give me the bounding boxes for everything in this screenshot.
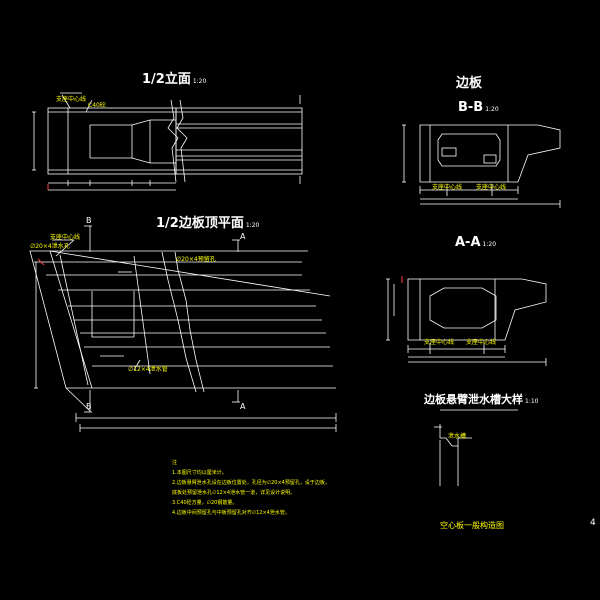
elev-grout-label: C40砼 (88, 102, 106, 109)
drain-label: 泄水槽 (448, 433, 467, 440)
notes-block: 注 1.本图尺寸均以厘米计。 2.边板悬臂泄水孔设在边板位置处，孔径为∅20×4… (172, 458, 330, 518)
aa-bearing-center-right: 支座中心线 (466, 339, 497, 346)
plan-pipe-label-1: ∅20×4预留孔 (176, 256, 216, 263)
section-aa-view (386, 278, 547, 366)
bb-bearing-center-left: 支座中心线 (432, 184, 463, 191)
elev-bearing-center-label: 支座中心线 (56, 96, 87, 103)
section-marker-b-bottom: B (86, 402, 92, 411)
note-item-4: 3.C40砼方量，∅20钢筋量。 (172, 500, 238, 506)
half-top-plan-view (29, 225, 337, 432)
note-item-1: 1.本图尺寸均以厘米计。 (172, 470, 227, 476)
section-marker-a-bottom: A (240, 402, 246, 411)
drain-detail-scale: 1:10 (525, 398, 539, 405)
plan-hole-label: ∅20×4泄水孔 (30, 243, 70, 250)
section-marker-a-top: A (240, 232, 246, 241)
section-aa-scale: 1:20 (482, 241, 497, 248)
section-bb-scale: 1:20 (485, 106, 499, 113)
plan-bearing-center-label: 支座中心线 (50, 234, 81, 241)
section-group-title: 边板 (456, 76, 483, 91)
note-item-5: 4.边板中间预留孔与中板预留孔对齐∅12×4泄水管。 (172, 510, 290, 516)
drawing-title: 空心板一般构造图 (440, 521, 504, 530)
drain-detail-view (434, 409, 518, 486)
half-elevation-scale: 1:20 (192, 78, 207, 85)
bb-bearing-center-right: 支座中心线 (476, 184, 507, 191)
note-item-3: 底板处预留泄水孔∅12×4泄水管一道，详见设计说明。 (172, 490, 296, 496)
section-bb-view (402, 124, 561, 208)
section-marker-b-top: B (86, 216, 92, 225)
plan-pipe-label-2: ∅12×4泄水管 (128, 366, 168, 373)
notes-heading: 注 (172, 460, 178, 466)
half-elevation-view (32, 92, 303, 191)
note-item-2: 2.边板悬臂泄水孔设在边板位置处，孔径为∅20×4预留孔，设于边板， (172, 480, 330, 486)
aa-bearing-center-left: 支座中心线 (424, 339, 455, 346)
half-top-plan-scale: 1:20 (245, 222, 260, 229)
sheet-number: 4 (590, 518, 596, 528)
